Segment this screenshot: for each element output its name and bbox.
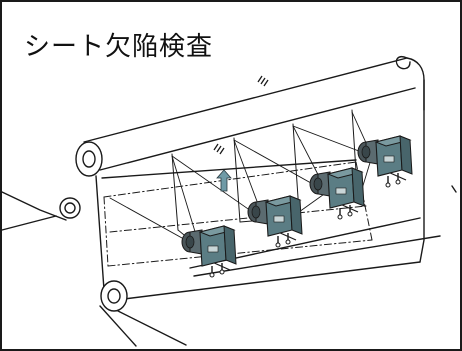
sheet-right-edge	[419, 79, 425, 263]
sheet-feed-line-lower	[1, 215, 57, 231]
sheet-top-back-line	[99, 87, 416, 171]
camera-icon	[247, 195, 303, 248]
sheet-front-bottom-edge	[115, 261, 421, 301]
upper-roller	[75, 141, 103, 177]
sheet-exit-line	[117, 310, 187, 346]
diagram-title: シート欠陥検査	[24, 32, 214, 62]
camera-mount-rail-2	[193, 235, 441, 277]
sheet-exit-line-2	[99, 305, 137, 347]
camera-icon	[181, 225, 237, 278]
sheet-front-upper-edge	[101, 159, 357, 179]
up-arrow-icon	[216, 169, 232, 192]
sheet-top-curl	[395, 56, 411, 70]
lower-roller	[100, 280, 128, 312]
sheet-feed-line	[1, 191, 67, 221]
texture-hatch-icon	[213, 75, 269, 155]
right-accent-mark	[451, 185, 457, 193]
guide-roller-left	[59, 197, 81, 219]
camera-icon	[357, 135, 413, 188]
sheet-front-left-edge	[95, 175, 105, 291]
